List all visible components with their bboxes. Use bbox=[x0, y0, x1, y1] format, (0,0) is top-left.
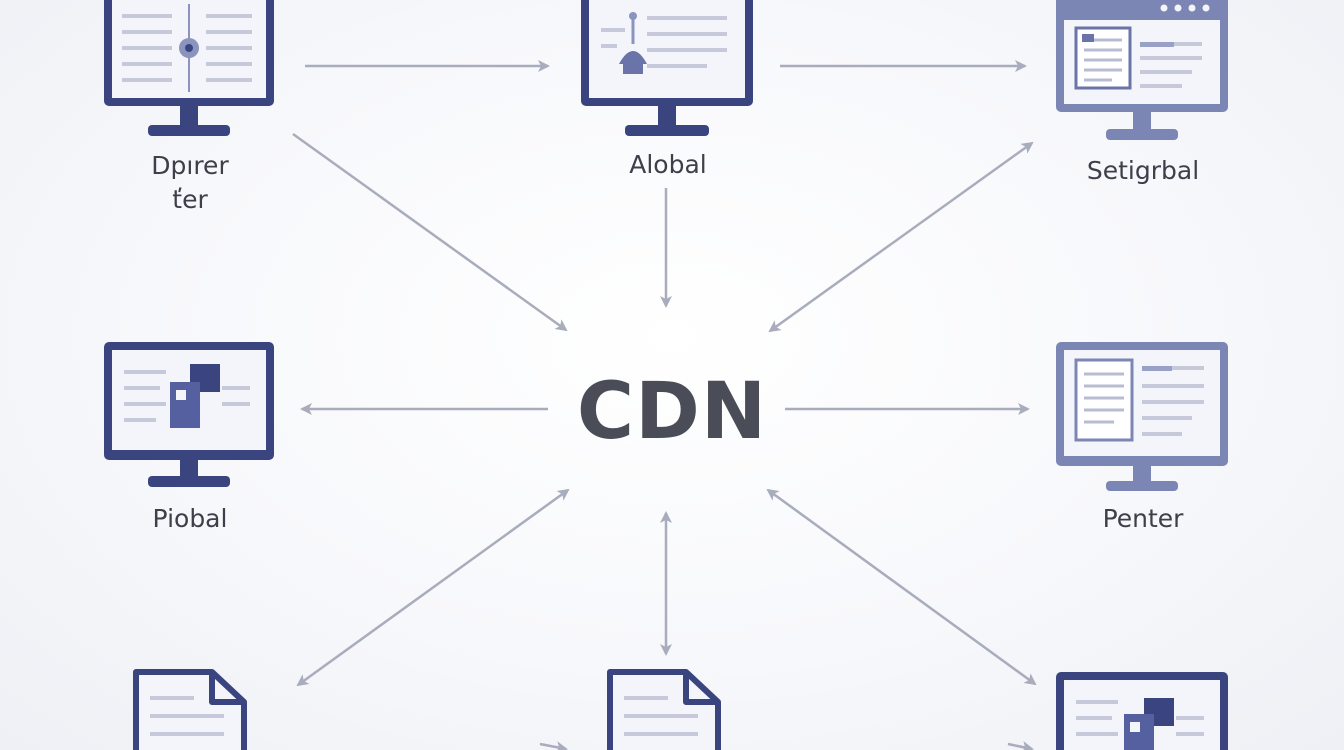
arrow-bottom-left-partial bbox=[539, 741, 568, 750]
monitor-icon-mid-left bbox=[104, 342, 274, 487]
node-label-top-left-line1: Dpırer bbox=[151, 151, 229, 180]
node-label-top-right: Setigrbal bbox=[1086, 156, 1200, 185]
monitor-icon-top-left bbox=[104, 0, 274, 136]
arrow-bottom-right-partial bbox=[1007, 741, 1034, 750]
node-label-top-center: Alobal bbox=[629, 150, 707, 179]
arrow-cdn-bottom-right-bidirectional bbox=[766, 488, 1037, 686]
monitor-icon-mid-right bbox=[1056, 342, 1228, 491]
arrow-cdn-top-right-bidirectional bbox=[768, 141, 1034, 333]
monitor-icon-bottom-right bbox=[1056, 672, 1228, 750]
arrow-top-left-to-cdn bbox=[292, 132, 568, 332]
document-icon-bottom-left bbox=[133, 669, 247, 750]
document-icon-bottom-center bbox=[607, 669, 721, 750]
arrow-cdn-bottom-left-bidirectional bbox=[296, 488, 570, 687]
node-label-top-left-line2: ťer bbox=[172, 185, 208, 214]
cdn-center-label: CDN bbox=[576, 367, 768, 457]
monitor-icon-top-center bbox=[581, 0, 753, 136]
node-label-mid-right: Penter bbox=[1102, 504, 1184, 533]
node-label-mid-left: Piobal bbox=[152, 504, 228, 533]
monitor-icon-top-right bbox=[1056, 0, 1228, 140]
